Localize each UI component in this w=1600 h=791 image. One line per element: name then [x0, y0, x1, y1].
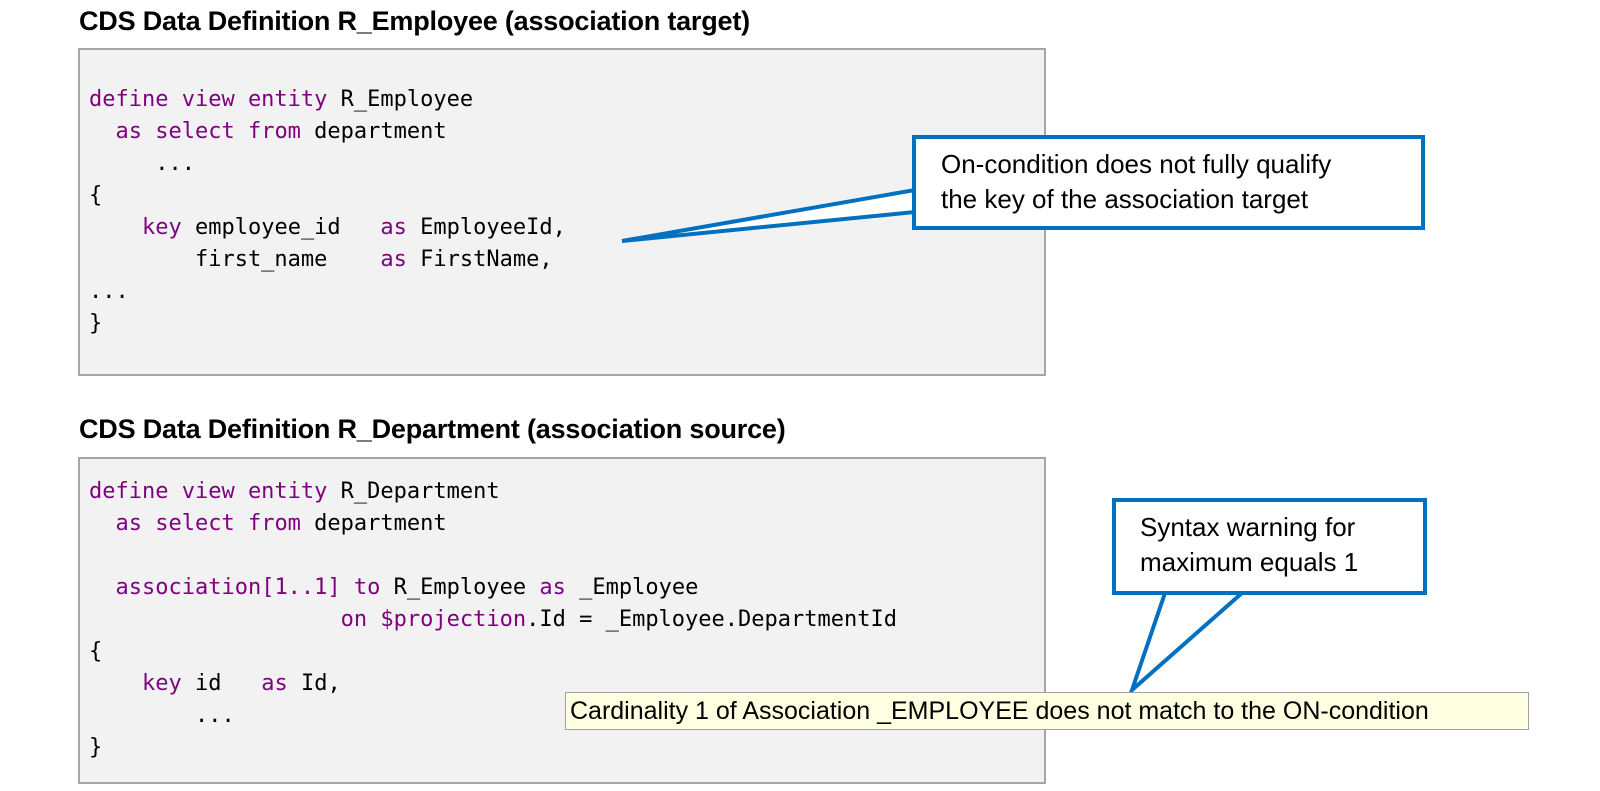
code-text: R_Employee: [327, 87, 474, 112]
code-text: ...: [89, 279, 129, 304]
code-text: Id,: [287, 671, 341, 696]
code-text: {: [89, 183, 103, 208]
code-line: first_name as FirstName,: [89, 247, 553, 272]
code-line: key employee_id as EmployeeId,: [89, 215, 566, 240]
code-text: .Id = _Employee.DepartmentId: [526, 607, 897, 632]
code-line: {: [89, 639, 102, 664]
code-line: ...: [89, 279, 129, 304]
code-line: on $projection.Id = _Employee.Department…: [89, 607, 897, 632]
code-keyword: define view entity: [89, 479, 328, 504]
code-keyword: as: [261, 671, 288, 696]
code-line: as select from department: [89, 511, 447, 536]
code-text: [89, 119, 116, 144]
code-department: define view entity R_Department as selec…: [89, 476, 897, 764]
code-text: id: [181, 671, 262, 696]
code-text: }: [89, 311, 103, 336]
code-line: as select from department: [89, 119, 447, 144]
callout2-pointer: [1127, 591, 1248, 697]
code-text: [89, 671, 142, 696]
code-text: R_Employee: [380, 575, 540, 600]
code-text: FirstName,: [406, 247, 553, 272]
warning-tooltip: Cardinality 1 of Association _EMPLOYEE d…: [565, 692, 1529, 730]
callout-key-qualification: On-condition does not fully qualify the …: [912, 135, 1425, 230]
code-keyword: as: [380, 247, 407, 272]
code-keyword: on $projection: [340, 607, 527, 632]
code-text: department: [300, 119, 447, 144]
callout-syntax-warning: Syntax warning for maximum equals 1: [1112, 498, 1427, 595]
code-line: {: [89, 183, 102, 208]
code-text: R_Department: [327, 479, 500, 504]
callout2-line2: maximum equals 1: [1140, 547, 1359, 577]
code-text: department: [300, 511, 447, 536]
code-line: key id as Id,: [89, 671, 341, 696]
code-text: [89, 575, 116, 600]
code-text: first_name: [89, 247, 381, 272]
code-text: _Employee: [565, 575, 699, 600]
code-employee: define view entity R_Employee as select …: [89, 84, 566, 340]
code-text: [89, 511, 116, 536]
section1-heading: CDS Data Definition R_Employee (associat…: [79, 6, 750, 36]
code-keyword: as: [380, 215, 407, 240]
code-keyword: key: [141, 671, 182, 696]
code-line: }: [89, 311, 102, 336]
code-line: association[1..1] to R_Employee as _Empl…: [89, 575, 699, 600]
code-text: ...: [89, 703, 235, 728]
code-text: {: [89, 639, 103, 664]
code-line: define view entity R_Employee: [89, 87, 473, 112]
code-text: EmployeeId,: [406, 215, 566, 240]
code-text: [89, 215, 142, 240]
callout2-line1: Syntax warning for: [1140, 512, 1356, 542]
code-text: [89, 607, 341, 632]
code-line: }: [89, 735, 102, 760]
code-keyword: association[1..1] to: [115, 575, 381, 600]
code-line: ...: [89, 703, 235, 728]
code-text: }: [89, 735, 103, 760]
code-keyword: key: [141, 215, 182, 240]
code-text: ...: [89, 151, 195, 176]
code-keyword: as select from: [115, 511, 301, 536]
code-keyword: define view entity: [89, 87, 328, 112]
callout1-line1: On-condition does not fully qualify: [941, 149, 1332, 179]
code-line: ...: [89, 151, 195, 176]
code-line: define view entity R_Department: [89, 479, 500, 504]
callout1-line2: the key of the association target: [941, 184, 1309, 214]
code-keyword: as: [539, 575, 566, 600]
code-text: employee_id: [181, 215, 381, 240]
code-keyword: as select from: [115, 119, 301, 144]
section2-heading: CDS Data Definition R_Department (associ…: [79, 414, 786, 444]
